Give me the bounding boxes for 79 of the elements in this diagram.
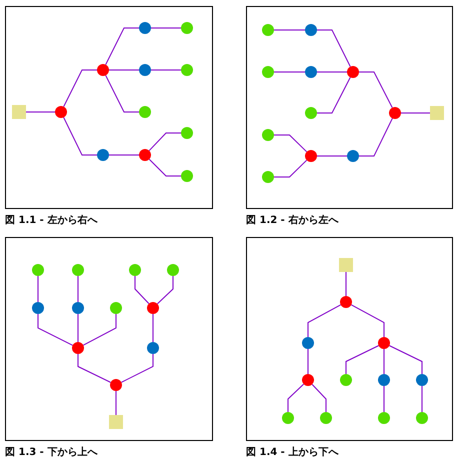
- circle-node: [389, 107, 401, 119]
- circle-node: [302, 374, 314, 386]
- circle-node: [97, 149, 109, 161]
- connector-line: [108, 154, 140, 156]
- connector-line: [388, 345, 422, 374]
- circle-node: [181, 170, 193, 182]
- connector-line: [316, 30, 351, 68]
- circle-node: [181, 64, 193, 76]
- connector-line: [38, 314, 74, 346]
- circle-node: [139, 106, 151, 118]
- connector-line: [358, 72, 393, 108]
- connector-line: [312, 384, 326, 412]
- connector-line: [148, 158, 182, 176]
- circle-node: [340, 374, 352, 386]
- connector-line: [274, 160, 308, 178]
- circle-node: [129, 264, 141, 276]
- connector-line: [346, 345, 380, 374]
- circle-node: [97, 64, 109, 76]
- circle-node: [305, 66, 317, 78]
- circle-node: [262, 24, 274, 36]
- circle-node: [305, 150, 317, 162]
- circle-node: [72, 342, 84, 354]
- connector-line: [308, 304, 342, 338]
- circle-node: [110, 379, 122, 391]
- circle-node: [347, 66, 359, 78]
- circle-node: [32, 302, 44, 314]
- connector-line: [350, 304, 384, 338]
- circle-node: [378, 374, 390, 386]
- circle-node: [340, 296, 352, 308]
- figure-caption: 図 1.3 - 下から上へ: [5, 446, 98, 459]
- connector-line: [274, 134, 308, 152]
- connector-line: [78, 354, 112, 383]
- connector-line: [152, 314, 154, 342]
- circle-node: [147, 302, 159, 314]
- connector-line: [148, 132, 182, 152]
- connector-line: [105, 28, 140, 66]
- circle-node: [416, 374, 428, 386]
- figure-caption: 図 1.1 - 左から右へ: [5, 214, 98, 227]
- square-node: [109, 415, 123, 429]
- connector-line: [400, 112, 430, 114]
- connector-line: [134, 276, 150, 304]
- circle-node: [72, 302, 84, 314]
- connector-line: [63, 70, 98, 108]
- circle-node: [378, 412, 390, 424]
- circle-node: [110, 302, 122, 314]
- circle-node: [302, 337, 314, 349]
- circle-node: [139, 149, 151, 161]
- connector-line: [82, 314, 116, 346]
- circle-node: [347, 150, 359, 162]
- circle-node: [167, 264, 179, 276]
- circle-node: [320, 412, 332, 424]
- figure-caption: 図 1.2 - 右から左へ: [246, 214, 338, 227]
- circle-node: [181, 22, 193, 34]
- square-node: [339, 258, 353, 272]
- connector-line: [63, 116, 98, 156]
- circle-node: [378, 337, 390, 349]
- square-node: [430, 106, 444, 120]
- circle-node: [305, 107, 317, 119]
- circle-node: [305, 24, 317, 36]
- circle-node: [72, 264, 84, 276]
- circle-node: [416, 412, 428, 424]
- circle-node: [55, 106, 67, 118]
- circle-node: [262, 66, 274, 78]
- connector-line: [316, 76, 351, 114]
- connector-line: [156, 276, 174, 304]
- square-node: [12, 105, 26, 119]
- circle-node: [139, 64, 151, 76]
- circle-node: [147, 342, 159, 354]
- circle-node: [181, 127, 193, 139]
- connector-line: [105, 74, 140, 112]
- circle-node: [139, 22, 151, 34]
- circle-node: [282, 412, 294, 424]
- connector-line: [288, 384, 304, 412]
- connector-line: [358, 118, 393, 156]
- figure-caption: 図 1.4 - 上から下へ: [246, 446, 338, 459]
- circle-node: [262, 171, 274, 183]
- circle-node: [32, 264, 44, 276]
- connector-line: [120, 354, 154, 383]
- circle-node: [262, 129, 274, 141]
